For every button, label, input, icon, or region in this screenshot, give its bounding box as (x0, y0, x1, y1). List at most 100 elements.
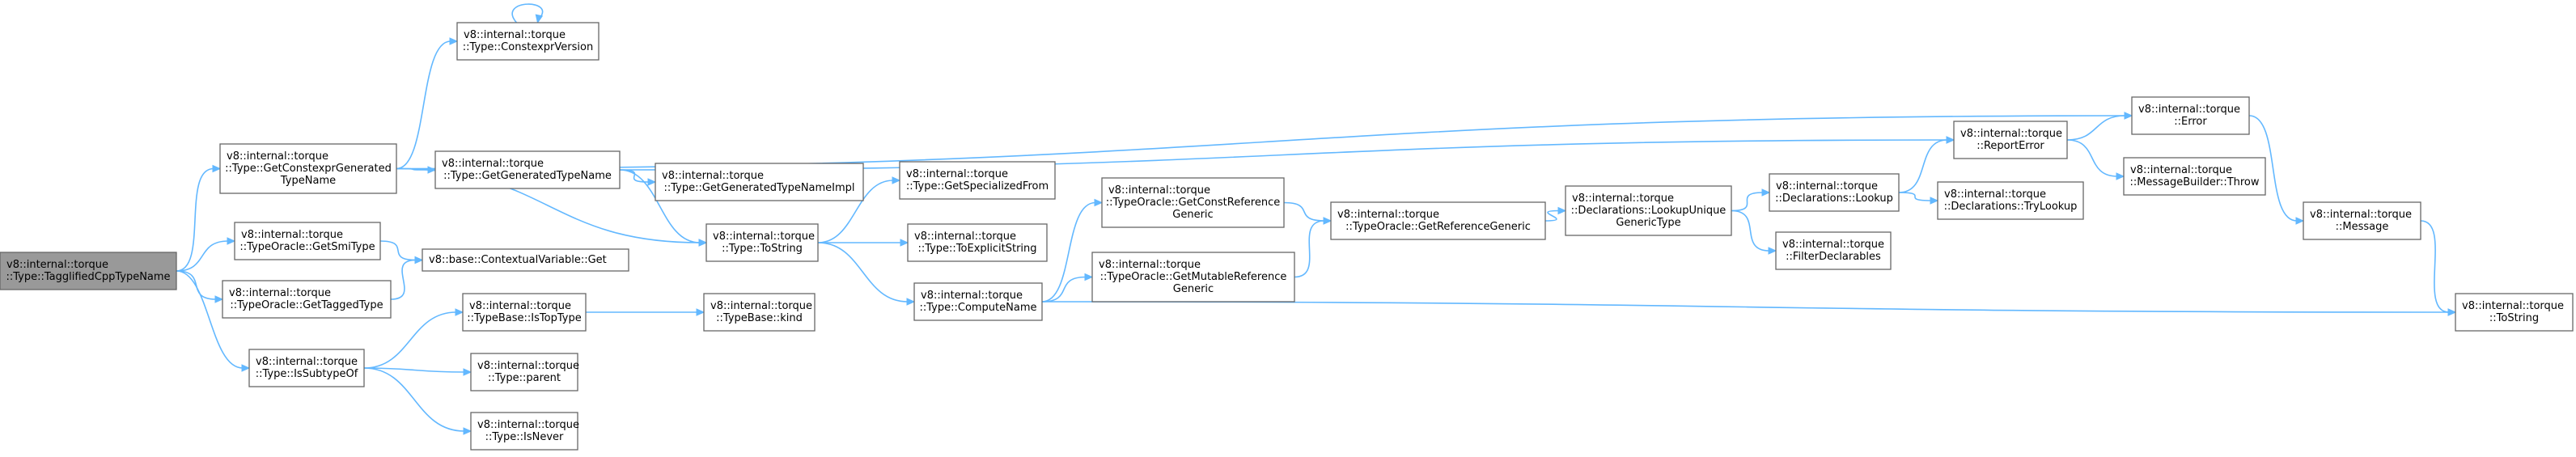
edge-arrowhead (241, 364, 251, 372)
node-label-line: v8::base::ContextualVariable::Get (429, 254, 607, 266)
node-label-line: ::ToString (2489, 312, 2539, 324)
edge-line (363, 367, 465, 373)
node-label-line: v8::internal::torque (906, 168, 1008, 180)
node-box (470, 353, 578, 391)
node-throw[interactable]: v8::internal::torque::MessageBuilder::Th… (2123, 157, 2266, 196)
edge-lookup-to-tryLookup (1898, 192, 1939, 205)
node-to-string[interactable]: v8::internal::torque::Type::ToString (705, 223, 819, 262)
node-label-line: ::Type::IsSubtypeOf (256, 368, 358, 380)
edge-arrowhead (1094, 198, 1104, 207)
edge-line (511, 3, 544, 23)
node-ctx-get[interactable]: v8::base::ContextualVariable::Get (422, 248, 629, 272)
node-label-line: v8::internal::torque (662, 170, 764, 182)
edge-line (176, 167, 214, 272)
node-get-const-ref[interactable]: v8::internal::torque::TypeOracle::GetCon… (1101, 177, 1285, 228)
edge-line (363, 367, 465, 432)
node-try-lookup[interactable]: v8::internal::torque::Declarations::TryL… (1937, 181, 2084, 220)
node-get-generated-type-name-impl[interactable]: v8::internal::torque::Type::GetGenerated… (655, 163, 864, 201)
node-parent[interactable]: v8::internal::torque::Type::parent (470, 353, 579, 391)
edge-arrowhead (2116, 172, 2125, 180)
node-lookup[interactable]: v8::internal::torque::Declarations::Look… (1769, 173, 1900, 212)
edge-line (1283, 201, 1325, 222)
edge-message-to-toStringFn (2420, 220, 2457, 316)
node-label-line: ::Type::ToString (722, 243, 803, 255)
node-label-line: v8::internal::torque (1960, 128, 2062, 140)
node-label-line: v8::internal::torque (1944, 188, 2046, 201)
edge-root-to-getSmiType (176, 237, 236, 272)
node-box (1091, 252, 1295, 303)
node-get-tagged-type[interactable]: v8::internal::torque::TypeOracle::GetTag… (222, 280, 392, 319)
node-box (1775, 231, 1892, 270)
node-label-line: v8::internal::torque (1776, 180, 1878, 193)
node-label-line: v8::internal::torque (229, 287, 331, 299)
edge-line (176, 270, 244, 369)
node-label-line: ::TypeOracle::GetMutableReference (1100, 271, 1287, 283)
node-box (2303, 201, 2421, 240)
edge-line (1731, 192, 1764, 212)
node-to-string-fn[interactable]: v8::internal::torque::ToString (2455, 293, 2574, 332)
node-get-constexpr-gen[interactable]: v8::internal::torque::Type::GetConstexpr… (219, 143, 397, 194)
node-box (1937, 181, 2084, 220)
edge-line (396, 115, 2126, 170)
node-get-mut-ref[interactable]: v8::internal::torque::TypeOracle::GetMut… (1091, 252, 1295, 303)
node-message[interactable]: v8::internal::torque::Message (2303, 201, 2421, 240)
edge-arrowhead (1946, 136, 1955, 144)
edge-getConstexprGen-to-constexprVersion (396, 37, 459, 170)
node-lookup-unique[interactable]: v8::internal::torque::Declarations::Look… (1565, 185, 1732, 236)
node-label-line: v8::internal::torque (477, 360, 579, 372)
node-label-line: v8::internal::torque (227, 150, 328, 163)
node-label-line: ::Type::ToExplicitString (917, 243, 1036, 255)
node-label-line: ::Type::GetConstexprGenerated (225, 163, 392, 175)
node-label-line: ::TypeOracle::GetSmiType (239, 241, 375, 253)
edge-line (176, 240, 229, 272)
node-is-top-type[interactable]: v8::internal::torque::TypeBase::IsTopTyp… (462, 293, 587, 332)
edge-line (619, 169, 701, 243)
node-label-line: ::Type::ConstexprVersion (463, 41, 593, 53)
node-get-ref-generic[interactable]: v8::internal::torque::TypeOracle::GetRef… (1330, 201, 1546, 240)
edge-line (1731, 209, 1770, 252)
node-error[interactable]: v8::internal::torque::Error (2131, 96, 2250, 135)
edge-line (2066, 115, 2126, 141)
node-label-line: v8::internal::torque (241, 229, 343, 241)
edge-reportError-to-throw (2066, 139, 2125, 180)
node-label-line: GenericType (1616, 217, 1680, 229)
edge-isTopType-to-kind (586, 308, 705, 316)
node-get-smi-type[interactable]: v8::internal::torque::TypeOracle::GetSmi… (234, 222, 381, 260)
node-kind[interactable]: v8::internal::torque::TypeBase::kind (703, 293, 816, 332)
node-label-line: ::Type::parent (488, 372, 561, 384)
edge-line (817, 180, 894, 243)
edge-line (1544, 209, 1560, 222)
edge-isSubtypeOf-to-isNever (363, 367, 472, 435)
edge-line (379, 240, 417, 261)
node-filter-decl[interactable]: v8::internal::torque::FilterDeclarables (1775, 231, 1892, 270)
edge-arrowhead (1084, 273, 1094, 281)
node-box (456, 22, 600, 61)
node-label-line: Generic (1173, 283, 1214, 295)
edge-arrowhead (698, 239, 708, 247)
edge-arrowhead (2124, 112, 2133, 120)
node-label-line: ::MessageBuilder::Throw (2129, 176, 2259, 188)
node-is-subtype-of[interactable]: v8::internal::torque::Type::IsSubtypeOf (248, 349, 365, 387)
node-constexpr-version[interactable]: v8::internal::torque::Type::ConstexprVer… (456, 22, 600, 61)
node-label-line: v8::internal::torque (464, 29, 566, 41)
node-label-line: v8::internal::torque (1099, 259, 1201, 271)
node-box (1565, 185, 1732, 236)
edge-reportError-to-error (2066, 112, 2133, 141)
node-label-line: ::Error (2174, 116, 2207, 128)
node-get-generated-type-name[interactable]: v8::internal::torque::Type::GetGenerated… (434, 150, 621, 189)
node-compute-name[interactable]: v8::internal::torque::Type::ComputeName (913, 282, 1043, 321)
edge-root-to-isSubtypeOf (176, 270, 251, 372)
node-label-line: ::Type::IsNever (485, 431, 564, 443)
node-label-line: v8::internal::torque (2138, 104, 2240, 116)
edge-line (2248, 115, 2298, 222)
node-to-explicit-string[interactable]: v8::internal::torque::Type::ToExplicitSt… (907, 223, 1048, 262)
node-label-line: ::Type::GetGeneratedTypeName (443, 170, 612, 182)
node-get-specialized-from[interactable]: v8::internal::torque::Type::GetSpecializ… (899, 161, 1056, 200)
node-root[interactable]: v8::internal::torque::Type::TagglifiedCp… (0, 252, 177, 290)
node-box (434, 150, 621, 189)
edge-arrowhead (214, 295, 224, 303)
edge-isSubtypeOf-to-parent (363, 367, 472, 376)
node-report-error[interactable]: v8::internal::torque::ReportError (1953, 121, 2068, 159)
node-is-never[interactable]: v8::internal::torque::Type::IsNever (470, 412, 579, 451)
